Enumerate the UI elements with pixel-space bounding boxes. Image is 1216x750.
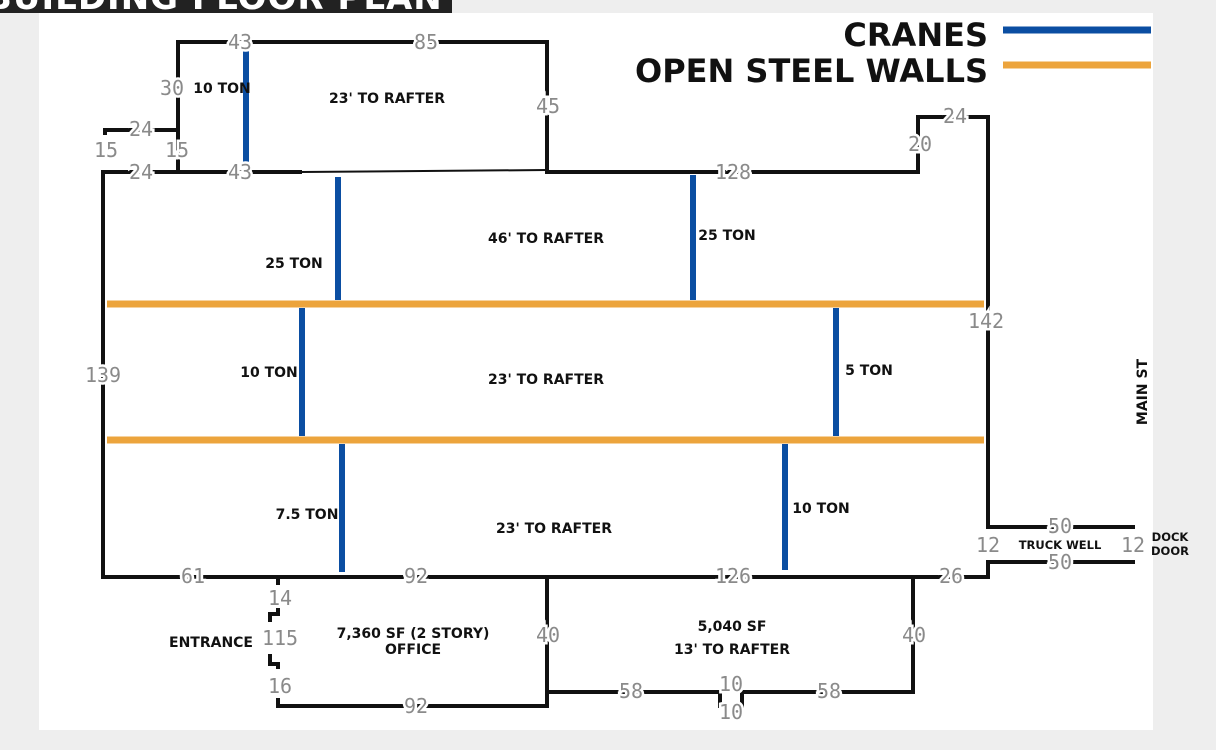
walls bbox=[101, 40, 1135, 708]
dim-label: 20 bbox=[908, 132, 932, 156]
office-label: OFFICE bbox=[385, 642, 441, 658]
dim-label: 61 bbox=[181, 564, 205, 588]
dim-label: 12 bbox=[1121, 533, 1145, 557]
dim-label: 12 bbox=[976, 533, 1000, 557]
dim-label: 43 bbox=[228, 30, 252, 54]
office-area-label: 7,360 SF (2 STORY) bbox=[337, 626, 490, 642]
dim-label: 58 bbox=[619, 679, 643, 703]
street-label: MAIN ST bbox=[1135, 358, 1151, 425]
dim-label: 92 bbox=[404, 694, 428, 718]
dim-label: 92 bbox=[404, 564, 428, 588]
crane-capacity-label: 10 TON bbox=[792, 501, 850, 517]
dim-label: 139 bbox=[85, 363, 121, 387]
dim-label: 30 bbox=[160, 76, 184, 100]
truck-well-label: TRUCK WELL bbox=[1019, 538, 1102, 552]
dim-label: 14 bbox=[268, 586, 292, 610]
dim-label: 10 bbox=[719, 700, 743, 724]
dock-door-label: DOOR bbox=[1151, 544, 1189, 558]
crane-capacity-label: 10 TON bbox=[193, 81, 251, 97]
dim-label: 24 bbox=[943, 104, 967, 128]
bay2-height-label: 23' TO RAFTER bbox=[488, 372, 604, 388]
legend-cranes: CRANES bbox=[843, 16, 988, 54]
dim-label: 45 bbox=[536, 94, 560, 118]
warehouse-area-label: 5,040 SF bbox=[698, 619, 767, 635]
crane-capacity-label: 7.5 TON bbox=[276, 507, 339, 523]
page-title: BUILDING FLOOR PLAN bbox=[0, 0, 443, 13]
floor-plan-panel bbox=[39, 13, 1153, 730]
dim-label: 126 bbox=[715, 564, 751, 588]
crane-capacity-label: 25 TON bbox=[265, 256, 323, 272]
dim-label: 58 bbox=[817, 679, 841, 703]
crane-capacity-label: 5 TON bbox=[845, 363, 893, 379]
dock-door-label: DOCK bbox=[1152, 530, 1190, 544]
dim-label: 142 bbox=[968, 309, 1004, 333]
warehouse-height-label: 13' TO RAFTER bbox=[674, 642, 790, 658]
bay1-height-label: 46' TO RAFTER bbox=[488, 231, 604, 247]
dim-label: 128 bbox=[715, 160, 751, 184]
crane-capacity-label: 10 TON bbox=[240, 365, 298, 381]
bay3-height-label: 23' TO RAFTER bbox=[496, 521, 612, 537]
dim-label: 16 bbox=[268, 674, 292, 698]
legend-open-steel-walls: OPEN STEEL WALLS bbox=[635, 52, 988, 90]
dim-label: 50 bbox=[1048, 514, 1072, 538]
annex-height-label: 23' TO RAFTER bbox=[329, 91, 445, 107]
entrance-label: ENTRANCE bbox=[169, 635, 253, 651]
dim-label: 40 bbox=[536, 623, 560, 647]
dim-label: 10 bbox=[719, 672, 743, 696]
title-bar: BUILDING FLOOR PLAN bbox=[0, 0, 452, 13]
dimension-labels: 43 85 30 24 15 15 24 43 45 128 24 20 139… bbox=[82, 28, 1147, 727]
dim-label: 15 bbox=[165, 138, 189, 162]
dim-label: 24 bbox=[129, 160, 153, 184]
dim-label: 24 bbox=[129, 117, 153, 141]
dim-label: 40 bbox=[902, 623, 926, 647]
dim-label: 15 bbox=[94, 138, 118, 162]
dim-label: 43 bbox=[228, 160, 252, 184]
dim-label: 26 bbox=[939, 564, 963, 588]
dim-label: 85 bbox=[414, 30, 438, 54]
dim-label: 50 bbox=[1048, 550, 1072, 574]
dim-label: 115 bbox=[262, 626, 298, 650]
crane-capacity-label: 25 TON bbox=[698, 228, 756, 244]
